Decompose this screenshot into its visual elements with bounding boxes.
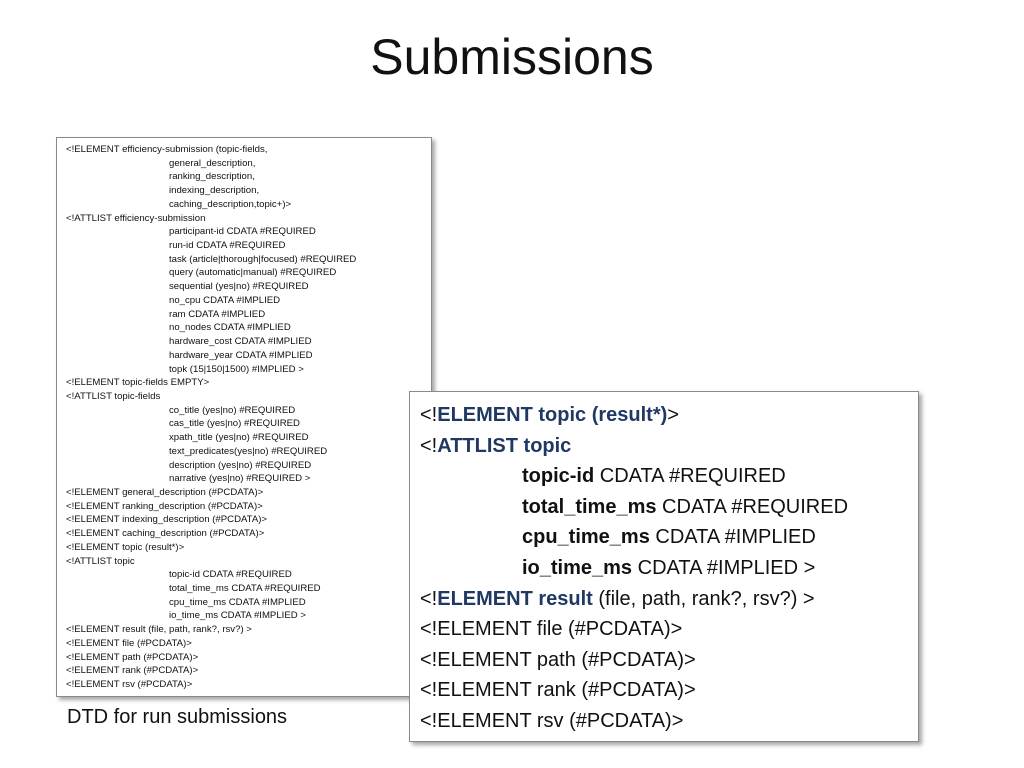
dtd-line: <!ELEMENT rank (#PCDATA)>	[66, 665, 199, 677]
dtd-line: <!ELEMENT topic (result*)>	[66, 541, 185, 553]
code-text: <!ELEMENT rsv (#PCDATA)>	[420, 709, 684, 732]
dtd-line: <!ELEMENT caching_description (#PCDATA)>	[66, 528, 265, 540]
code-text: CDATA #REQUIRED	[594, 465, 786, 488]
slide-title: Submissions	[370, 29, 654, 85]
dtd-line: sequential (yes|no) #REQUIRED	[169, 281, 309, 293]
code-text: <!	[420, 434, 438, 457]
topic-code-line: <!ELEMENT rsv (#PCDATA)>	[410, 706, 918, 737]
dtd-keyword: ELEMENT result	[437, 587, 593, 610]
attribute-name: cpu_time_ms	[522, 526, 650, 549]
dtd-line: <!ATTLIST topic	[66, 555, 135, 567]
topic-code-line: cpu_time_ms CDATA #IMPLIED	[410, 522, 918, 553]
dtd-line: cas_title (yes|no) #REQUIRED	[169, 418, 300, 430]
dtd-line: general_description,	[169, 157, 256, 169]
code-text: CDATA #IMPLIED	[649, 526, 816, 549]
topic-code-line: <!ATTLIST topic	[410, 431, 918, 462]
dtd-line: description (yes|no) #REQUIRED	[169, 459, 312, 471]
attribute-name: io_time_ms	[522, 556, 633, 579]
code-text: CDATA #REQUIRED	[656, 495, 849, 518]
dtd-line: query (automatic|manual) #REQUIRED	[169, 267, 337, 279]
dtd-line: topk (15|150|1500) #IMPLIED >	[169, 363, 304, 375]
dtd-line: <!ATTLIST efficiency-submission	[66, 212, 206, 224]
dtd-code-box: <!ELEMENT efficiency-submission (topic-f…	[56, 137, 432, 697]
topic-code-line: <!ELEMENT file (#PCDATA)>	[410, 614, 918, 645]
dtd-line: <!ELEMENT file (#PCDATA)>	[66, 637, 192, 649]
topic-code-line: <!ELEMENT topic (result*)>	[410, 400, 918, 431]
dtd-line: ranking_description,	[169, 171, 255, 183]
dtd-line: no_cpu CDATA #IMPLIED	[169, 294, 281, 306]
attribute-name: total_time_ms	[522, 495, 657, 518]
dtd-line: narrative (yes|no) #REQUIRED >	[169, 473, 311, 485]
dtd-keyword: ATTLIST topic	[437, 434, 572, 457]
dtd-line: xpath_title (yes|no) #REQUIRED	[169, 432, 309, 444]
dtd-line: co_title (yes|no) #REQUIRED	[169, 404, 296, 416]
dtd-line: <!ATTLIST topic-fields	[66, 390, 161, 402]
dtd-line: <!ELEMENT topic-fields EMPTY>	[66, 377, 210, 389]
dtd-line: run-id CDATA #REQUIRED	[169, 240, 286, 252]
dtd-line: total_time_ms CDATA #REQUIRED	[169, 583, 321, 594]
dtd-line: indexing_description,	[169, 185, 260, 197]
dtd-line: io_time_ms CDATA #IMPLIED >	[169, 610, 306, 622]
code-text: (file, path, rank?, rsv?) >	[592, 587, 815, 610]
dtd-line: no_nodes CDATA #IMPLIED	[169, 322, 291, 334]
dtd-line: <!ELEMENT general_description (#PCDATA)>	[66, 486, 264, 498]
dtd-line: <!ELEMENT efficiency-submission (topic-f…	[66, 144, 268, 155]
topic-code-line: io_time_ms CDATA #IMPLIED >	[410, 553, 918, 584]
dtd-keyword: ELEMENT topic (result*)	[437, 404, 668, 426]
topic-code-line: total_time_ms CDATA #REQUIRED	[410, 492, 918, 523]
dtd-line: caching_description,topic+)>	[169, 198, 292, 210]
topic-code-line: <!ELEMENT rank (#PCDATA)>	[410, 675, 918, 706]
code-text: <!	[420, 587, 438, 610]
dtd-line: cpu_time_ms CDATA #IMPLIED	[169, 596, 306, 608]
dtd-line: topic-id CDATA #REQUIRED	[169, 569, 292, 581]
dtd-line: participant-id CDATA #REQUIRED	[169, 226, 316, 238]
code-text: >	[667, 404, 679, 426]
topic-code-line: <!ELEMENT result (file, path, rank?, rsv…	[410, 584, 918, 615]
topic-code-box: <!ELEMENT topic (result*)><!ATTLIST topi…	[409, 391, 919, 742]
code-text: CDATA #IMPLIED >	[632, 556, 816, 579]
dtd-line: ram CDATA #IMPLIED	[169, 308, 266, 320]
dtd-line: task (article|thorough|focused) #REQUIRE…	[169, 253, 357, 265]
attribute-name: topic-id	[522, 465, 595, 488]
code-text: <!ELEMENT rank (#PCDATA)>	[420, 679, 696, 702]
dtd-line: hardware_year CDATA #IMPLIED	[169, 349, 313, 361]
topic-code-line: topic-id CDATA #REQUIRED	[410, 461, 918, 492]
code-text: <!	[420, 404, 438, 426]
dtd-line: <!ELEMENT path (#PCDATA)>	[66, 651, 199, 663]
dtd-line: <!ELEMENT ranking_description (#PCDATA)>	[66, 500, 263, 512]
code-text: <!ELEMENT path (#PCDATA)>	[420, 648, 696, 671]
dtd-line: <!ELEMENT indexing_description (#PCDATA)…	[66, 514, 268, 526]
topic-code-line: <!ELEMENT path (#PCDATA)>	[410, 645, 918, 676]
dtd-line: <!ELEMENT rsv (#PCDATA)>	[66, 679, 193, 691]
dtd-caption: DTD for run submissions	[67, 706, 288, 728]
code-text: <!ELEMENT file (#PCDATA)>	[420, 618, 683, 641]
dtd-line: <!ELEMENT result (file, path, rank?, rsv…	[66, 624, 252, 636]
dtd-line: hardware_cost CDATA #IMPLIED	[169, 336, 312, 348]
dtd-line: text_predicates(yes|no) #REQUIRED	[169, 445, 328, 457]
